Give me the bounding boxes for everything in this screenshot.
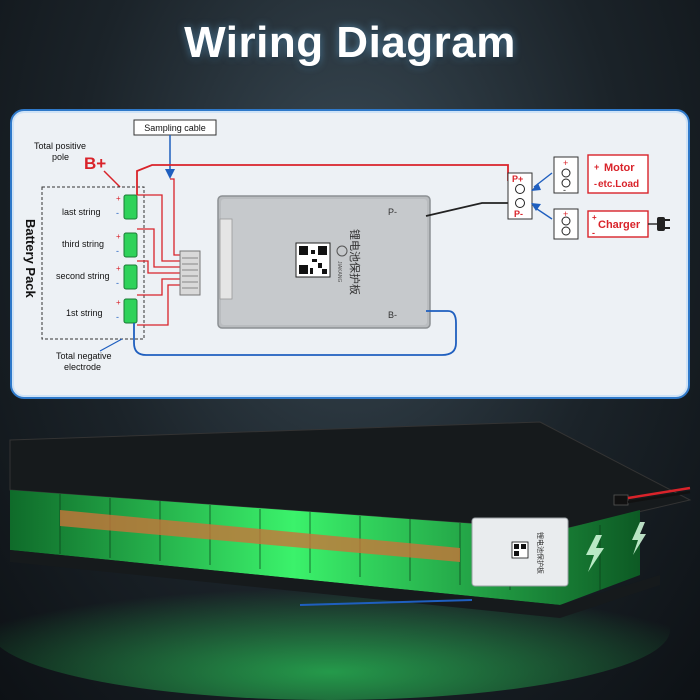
motor-label: Motor [604,162,635,174]
wiring-diagram-panel: Sampling cable Total positive pole B+ Ba… [10,109,690,399]
port-p-plus-label: P+ [512,174,523,184]
svg-text:-: - [116,312,119,322]
total-negative-label-1: Total negative [56,351,112,361]
charger-plug-icon [648,217,670,231]
cell-second: + - [116,264,138,290]
board-b-minus-label: B- [388,310,397,320]
board-p-minus-label: P- [388,207,397,217]
svg-text:-: - [116,208,119,218]
b-plus-label: B+ [84,154,106,173]
battery-pack-box [41,186,145,340]
wiring-diagram-svg: Sampling cable Total positive pole B+ Ba… [23,119,670,372]
cell-first: + - [116,298,138,324]
total-positive-label-1: Total positive [34,141,86,151]
battery-pack-photo: 锂电池保护板 [0,421,692,700]
sampling-connector [179,250,201,296]
b-plus-arrow [103,170,121,188]
svg-text:-: - [116,278,119,288]
load-label: etc.Load [598,179,639,190]
svg-text:+: + [592,213,597,222]
port-p-minus-terminal [515,198,525,208]
motor-load-box [587,154,649,194]
svg-text:+: + [116,232,121,241]
port-p-plus-terminal [515,184,525,194]
svg-text:-: - [116,246,119,256]
sampling-wires [137,178,182,326]
svg-text:+: + [563,158,568,168]
copper-strip [60,510,460,562]
svg-text:-: - [563,185,566,195]
board-chinese-text: 锂电池保护板 [348,229,362,295]
svg-text:+: + [116,194,121,203]
port-p-minus-label: P- [514,209,523,219]
string-label-first: 1st string [66,308,103,318]
cell-third: + - [116,232,138,258]
photo-board-text: 锂电池保护板 [536,532,545,574]
board-connector-port [219,218,233,300]
string-label-last: last string [62,207,101,217]
total-negative-label-2: electrode [64,362,101,372]
total-positive-label-2: pole [52,152,69,162]
sampling-cable-arrowhead [165,169,175,179]
main-positive-wire [136,164,509,195]
svg-text:+: + [116,264,121,273]
board-logo-icon [336,245,348,257]
svg-text:+: + [563,209,568,219]
sampling-cable-box [133,119,217,136]
sampling-cable-label: Sampling cable [144,123,206,133]
board-brand-text: JIAKANG [336,261,342,283]
bottom-holder-plate [10,550,660,618]
battery-pack-label: Battery Pack [23,219,38,299]
svg-text:-: - [592,228,595,238]
cell-last: + - [116,194,138,220]
charger-label: Charger [598,219,641,231]
svg-text:+: + [594,162,599,172]
string-label-third: third string [62,239,104,249]
output-port-block [507,172,533,220]
string-label-second: second string [56,271,110,281]
svg-text:+: + [116,298,121,307]
b-minus-wire [133,310,457,356]
p-minus-wire [425,202,508,217]
svg-text:-: - [594,179,597,189]
page-title: Wiring Diagram [184,18,516,67]
